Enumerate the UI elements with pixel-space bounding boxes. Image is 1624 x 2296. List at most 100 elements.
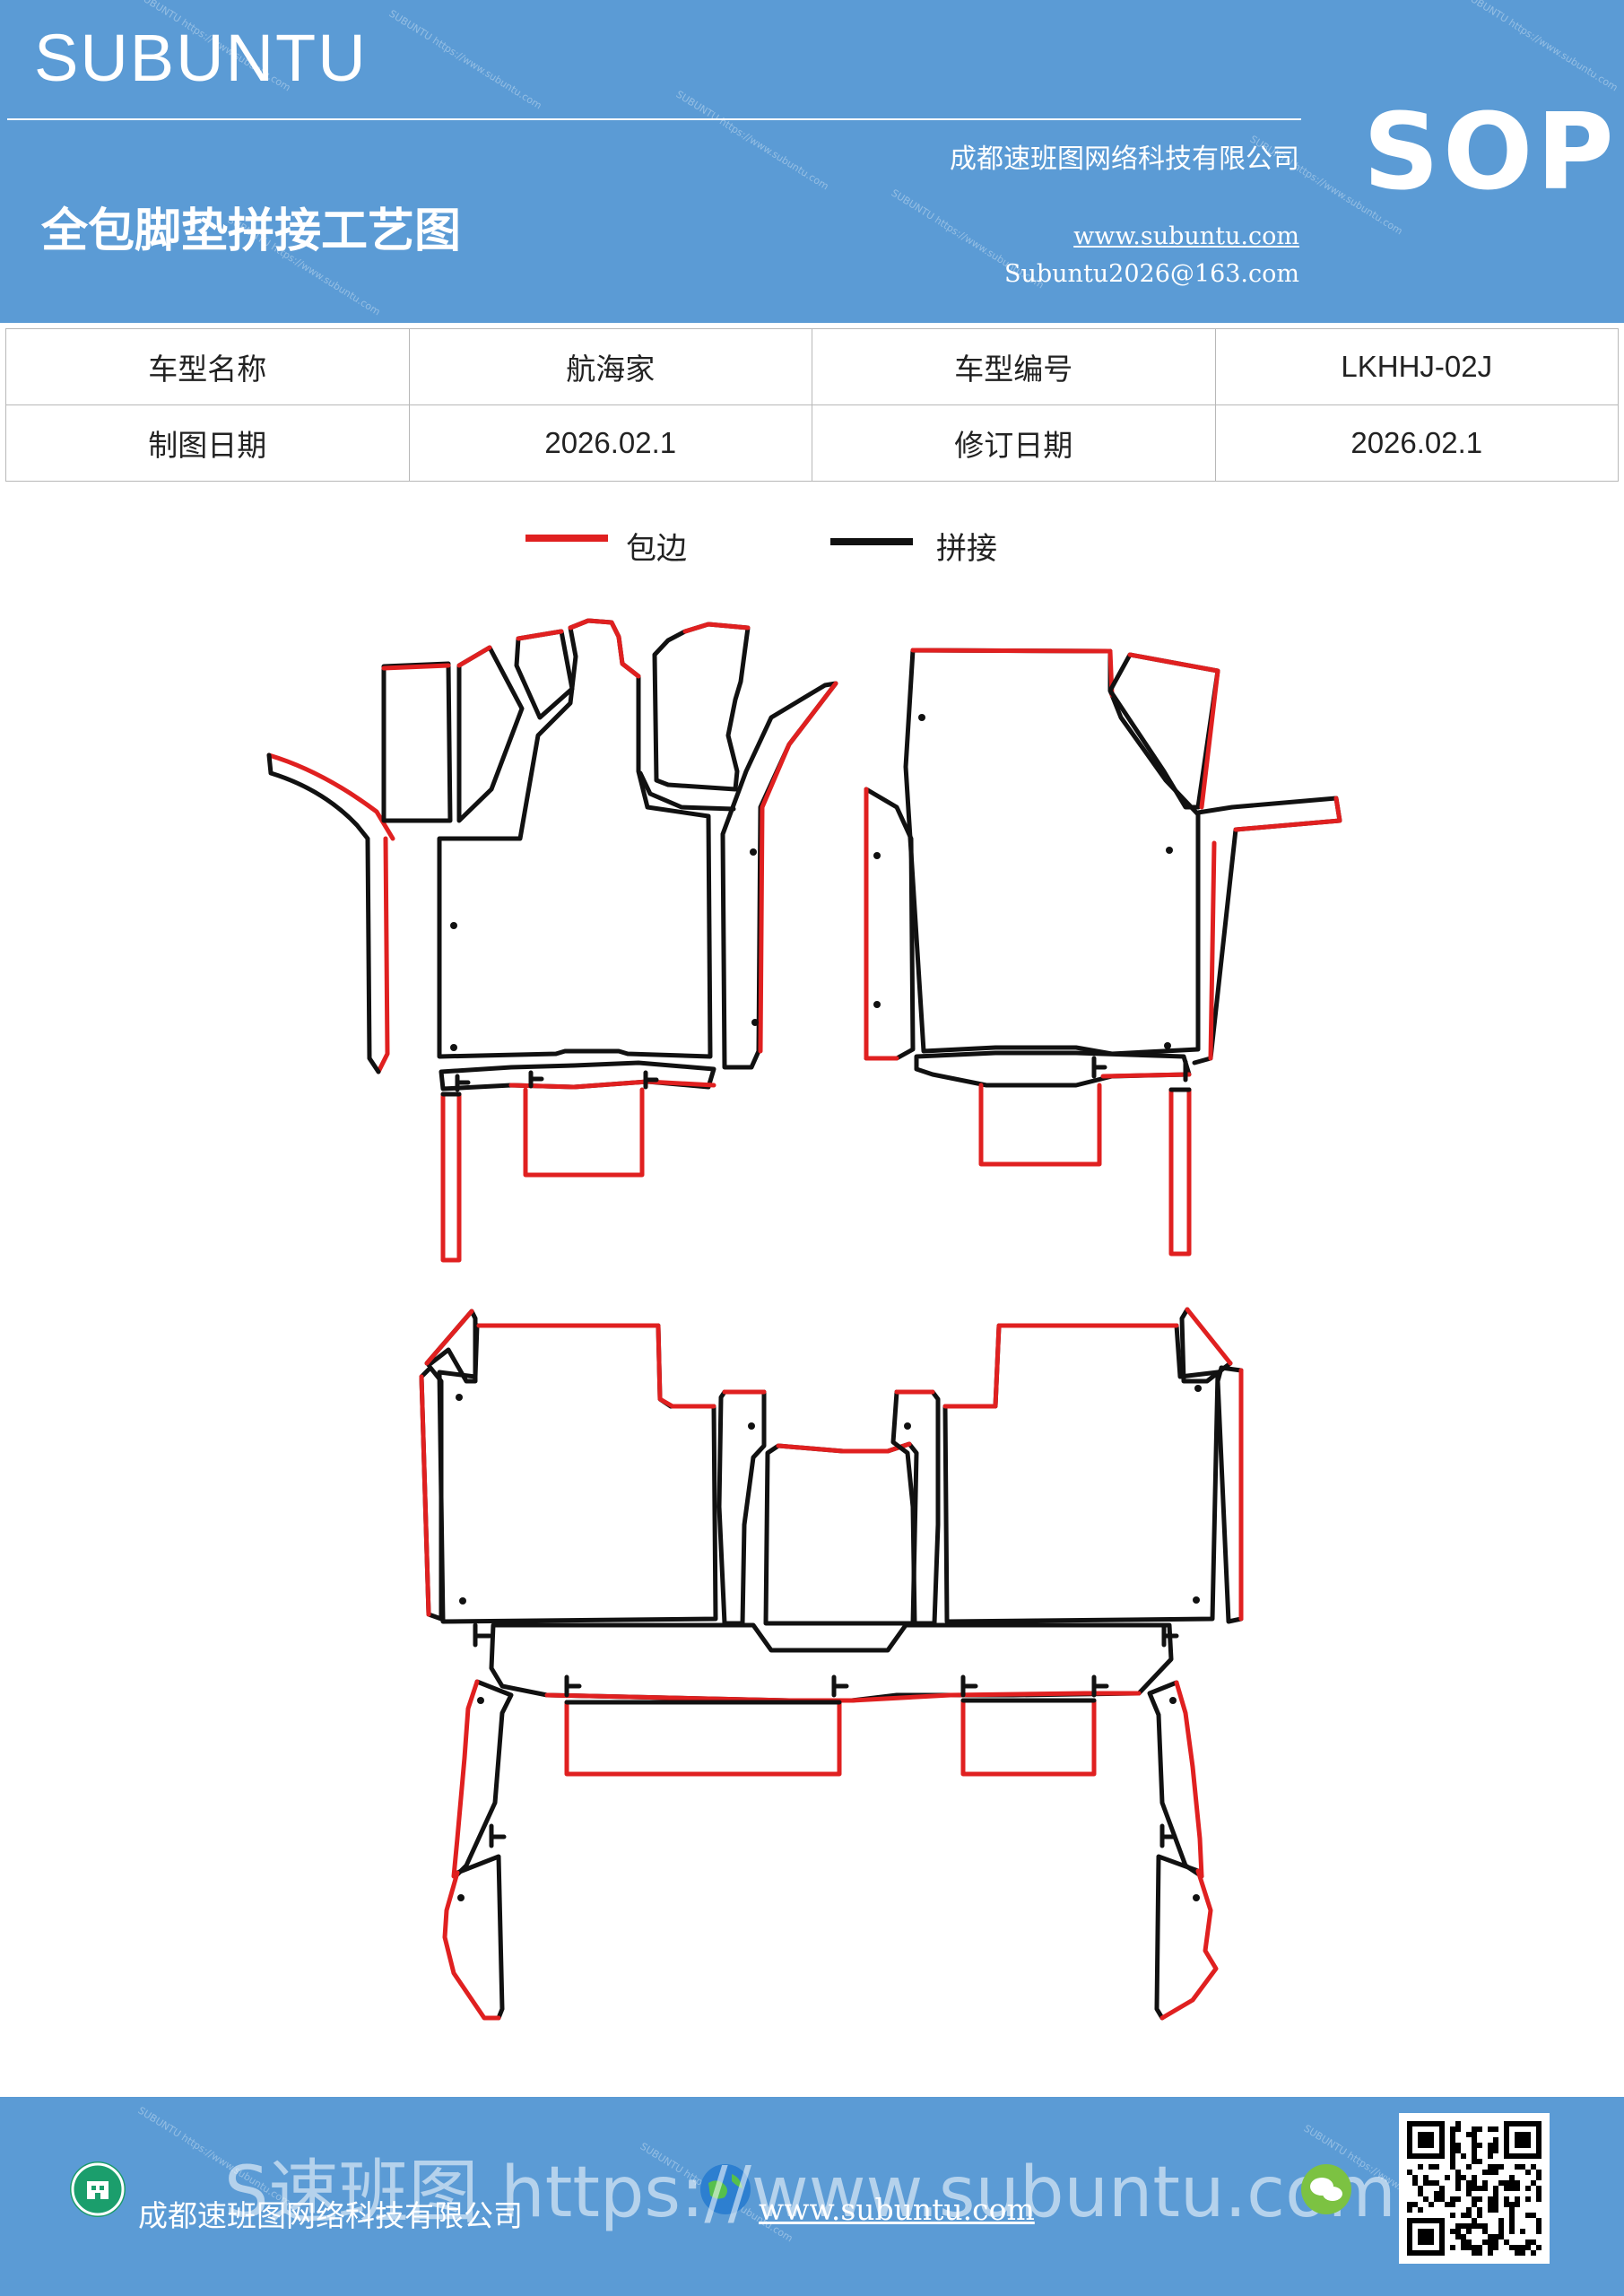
footer-banner: SUBUNTU https://www.subuntu.com SUBUNTU … (0, 2097, 1624, 2296)
fastener-dot (1164, 1042, 1171, 1049)
edge-binding-line (864, 787, 899, 1061)
fastener-dot (873, 852, 881, 859)
joint-line (381, 661, 453, 823)
joint-line (564, 1698, 1097, 1705)
company-name: 成都速班图网络科技有限公司 (950, 144, 1299, 175)
joint-line (453, 1679, 514, 1879)
revision-date-value: 2026.02.1 (1214, 404, 1619, 482)
fastener-dot (904, 1422, 911, 1430)
joint-line (1091, 1056, 1188, 1083)
revision-date-label: 修订日期 (812, 404, 1216, 482)
fastener-dot (918, 714, 925, 721)
fastener-dot (1193, 1894, 1200, 1901)
edge-binding-line (776, 1441, 912, 1454)
globe-icon (698, 2161, 753, 2217)
edge-binding-line (978, 1083, 1102, 1167)
joint-line (1154, 1854, 1201, 2021)
draw-date-value: 2026.02.1 (408, 404, 812, 482)
fastener-dot (457, 1894, 465, 1901)
edge-binding-line (451, 1679, 480, 1879)
edge-binding-line (508, 1079, 716, 1090)
footer-watermark-overlay: S速班图 https://www.subuntu.com (224, 2152, 1396, 2233)
header-divider (7, 118, 1301, 120)
draw-date-label: 制图日期 (5, 404, 410, 482)
joint-line (437, 618, 713, 1059)
joint-line (455, 1854, 505, 2021)
join-legend-label: 拼接 (936, 531, 997, 567)
wechat-icon (1298, 2161, 1354, 2217)
edge-binding-line (960, 1698, 1097, 1777)
fastener-dot (456, 1394, 463, 1401)
edge-binding-line (376, 836, 390, 1074)
edge-binding-line (1233, 796, 1342, 832)
edge-binding-line (1185, 1307, 1233, 1366)
footer-website-link[interactable]: www.subuntu.com (759, 2192, 1035, 2227)
fastener-dot (1194, 1385, 1202, 1392)
edge-binding-line (442, 1870, 501, 2021)
model-code-label: 车型编号 (812, 328, 1216, 405)
edge-binding-line (568, 618, 641, 679)
edge-binding-line (476, 1323, 716, 1409)
joint-line (489, 1622, 1174, 1703)
edge-binding-line (682, 622, 751, 634)
edge-binding-line (1208, 840, 1217, 1061)
joint-line (720, 681, 838, 1070)
joint-line (652, 622, 751, 792)
edge-binding-line (381, 663, 451, 671)
edge-binding-line (516, 629, 564, 641)
joint-line (942, 1323, 1220, 1624)
joint-line (473, 1622, 1179, 1848)
joint-line (456, 645, 525, 823)
edge-binding-line (1174, 1680, 1204, 1879)
fastener-dot (750, 848, 757, 856)
front-right-mat-set (864, 648, 1342, 1257)
joint-line (716, 1389, 767, 1626)
fastener-dot (873, 1001, 881, 1008)
rear-mat-set (419, 1307, 1244, 2021)
edge-binding-line (1127, 652, 1220, 810)
joint-line (1192, 796, 1342, 1065)
edge-binding-line (1100, 1072, 1192, 1079)
website-link[interactable]: www.subuntu.com (1073, 222, 1299, 250)
model-name-label: 车型名称 (5, 328, 410, 405)
joint-line (1179, 1307, 1233, 1384)
joint-line (638, 770, 736, 812)
edge-binding-line (266, 752, 395, 841)
fastener-dot (477, 1697, 484, 1704)
edge-binding-line (456, 645, 492, 668)
edge-binding-line (564, 1700, 842, 1777)
table-row: 车型名称 航海家 车型编号 LKHHJ-02J (5, 328, 1619, 405)
fastener-dot (450, 1044, 457, 1051)
table-row: 制图日期 2026.02.1 修订日期 2026.02.1 (5, 404, 1619, 482)
joint-line (1215, 1365, 1244, 1624)
edge-binding-line (942, 1323, 1179, 1409)
brand-name: SUBUNTU (34, 21, 368, 95)
joint-line (903, 648, 1201, 1057)
edge-binding-line (1168, 1087, 1192, 1257)
mat-assembly-diagram (266, 618, 1342, 2021)
edge-binding-line (419, 1374, 431, 1617)
building-icon (70, 2161, 126, 2217)
edge-binding-line (1159, 1868, 1219, 2021)
joint-line (266, 752, 381, 1074)
joint-line (864, 787, 916, 1061)
model-name-value: 航海家 (408, 328, 812, 405)
fastener-dot (459, 1597, 466, 1605)
email-address: Subuntu2026@163.com (1004, 260, 1299, 288)
fastener-dot (751, 1019, 759, 1026)
header-banner: SUBUNTU https://www.subuntu.com SUBUNTU … (0, 0, 1624, 323)
edge-binding-line (758, 681, 838, 1054)
vehicle-info-table: 车型名称 航海家 车型编号 LKHHJ-02J 制图日期 2026.02.1 修… (5, 328, 1619, 482)
join-legend-swatch (830, 538, 913, 545)
sop-badge: SOP (1363, 90, 1618, 213)
qr-code (1399, 2113, 1550, 2264)
joint-line (914, 1050, 1192, 1088)
joint-line (763, 1441, 919, 1626)
fastener-dot (1193, 1596, 1200, 1604)
footer-company: 成都速班图网络科技有限公司 (138, 2198, 523, 2233)
edge-binding-line (424, 1309, 474, 1366)
edge-legend-swatch (525, 535, 608, 542)
front-left-mat-set (266, 618, 838, 1263)
joint-line (437, 1323, 718, 1624)
fastener-dot (450, 922, 457, 929)
